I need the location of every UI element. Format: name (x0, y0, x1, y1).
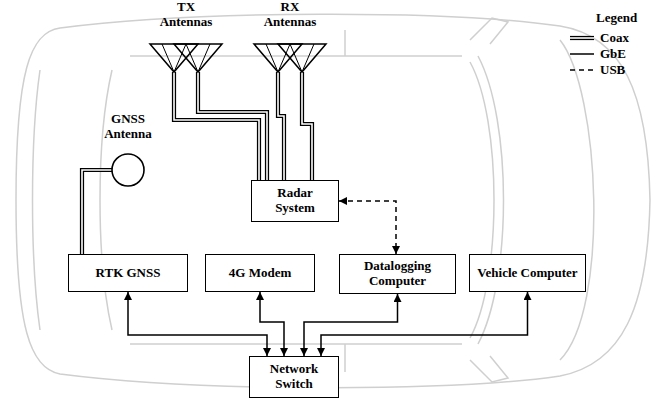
node-label: Network Switch (250, 362, 338, 392)
legend-row: USB (566, 62, 637, 78)
connector (128, 292, 267, 356)
node-label: Datalogging Computer (340, 259, 455, 289)
radar-box: Radar System (251, 180, 339, 222)
computer-box: Vehicle Computer (469, 254, 586, 292)
connector (321, 292, 528, 356)
modem-box: 4G Modem (205, 254, 315, 292)
connector (174, 72, 267, 180)
node-label: TX Antennas (156, 0, 216, 30)
antenna-group: RX Antennas (252, 0, 328, 72)
gnss-box: RTK GNSS (68, 254, 188, 292)
legend-sample (566, 62, 596, 78)
connector (339, 201, 396, 254)
node-label: RTK GNSS (90, 266, 167, 281)
switch-box: Network Switch (249, 356, 339, 398)
legend-sample (566, 30, 596, 46)
legend-text: USB (600, 62, 625, 78)
legend-row: GbE (566, 46, 637, 62)
legend-row: Coax (566, 30, 637, 46)
legend-text: Coax (600, 30, 629, 46)
connector (278, 72, 312, 180)
computer-box: Datalogging Computer (339, 254, 456, 294)
legend-sample (566, 46, 596, 62)
antenna-group: TX Antennas (148, 0, 224, 72)
connector (82, 170, 112, 254)
node-label: RX Antennas (260, 0, 320, 30)
node-label: Radar System (252, 186, 338, 216)
node-label: Vehicle Computer (471, 266, 583, 281)
connector (304, 294, 398, 356)
node-label: 4G Modem (223, 266, 297, 281)
node-label: GNSS Antenna (98, 112, 158, 142)
legend: LegendCoaxGbEUSB (566, 10, 637, 78)
connector (260, 292, 284, 356)
legend-text: GbE (600, 46, 626, 62)
gnss-antenna: GNSS Antenna (96, 112, 160, 188)
legend-title: Legend (596, 10, 637, 26)
